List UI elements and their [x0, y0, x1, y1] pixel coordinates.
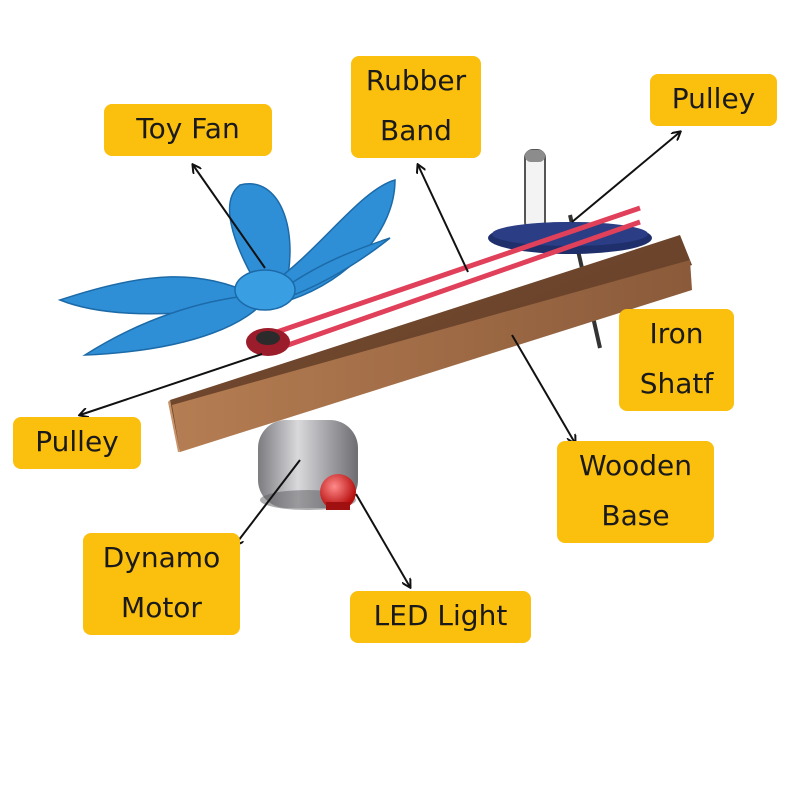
arrow-toy-fan: [193, 165, 266, 269]
label-iron-shaft-line2: Shatf: [639, 367, 714, 400]
led: [320, 474, 356, 510]
arrow-dynamo-motor: [235, 459, 301, 545]
label-toy-fan: Toy Fan: [104, 104, 272, 156]
label-pulley-left: Pulley: [13, 417, 141, 469]
arrow-rubber-band: [418, 165, 469, 273]
label-iron-shaft: Iron Shatf: [619, 309, 734, 411]
bottom-pulley: [246, 328, 290, 356]
label-wooden-base: Wooden Base: [557, 441, 714, 543]
label-led-light-text: LED Light: [373, 599, 508, 632]
arrow-pulley-left: [80, 353, 263, 415]
label-pulley-top: Pulley: [650, 74, 777, 126]
label-led-light: LED Light: [350, 591, 531, 643]
label-rubber-band-line1: Rubber: [365, 64, 467, 97]
arrow-led-light: [355, 493, 410, 587]
label-iron-shaft-line1: Iron: [649, 317, 704, 350]
label-rubber-band-line2: Band: [380, 114, 452, 147]
arrow-wooden-base: [511, 334, 575, 443]
label-wooden-base-line1: Wooden: [578, 449, 693, 482]
label-toy-fan-text: Toy Fan: [136, 112, 240, 145]
wooden-base: [168, 235, 692, 452]
label-rubber-band: Rubber Band: [351, 56, 481, 158]
label-wooden-base-line2: Base: [601, 499, 670, 532]
label-pulley-left-text: Pulley: [35, 425, 119, 458]
label-pulley-top-text: Pulley: [671, 82, 756, 115]
toy-fan: [57, 179, 396, 356]
label-dynamo-motor-line1: Dynamo: [102, 541, 221, 574]
label-dynamo-motor: Dynamo Motor: [83, 533, 240, 635]
rubber-band: [267, 205, 641, 355]
arrow-pulley-top: [571, 132, 680, 223]
label-dynamo-motor-line2: Motor: [121, 591, 202, 624]
callout-arrows: [80, 132, 680, 587]
